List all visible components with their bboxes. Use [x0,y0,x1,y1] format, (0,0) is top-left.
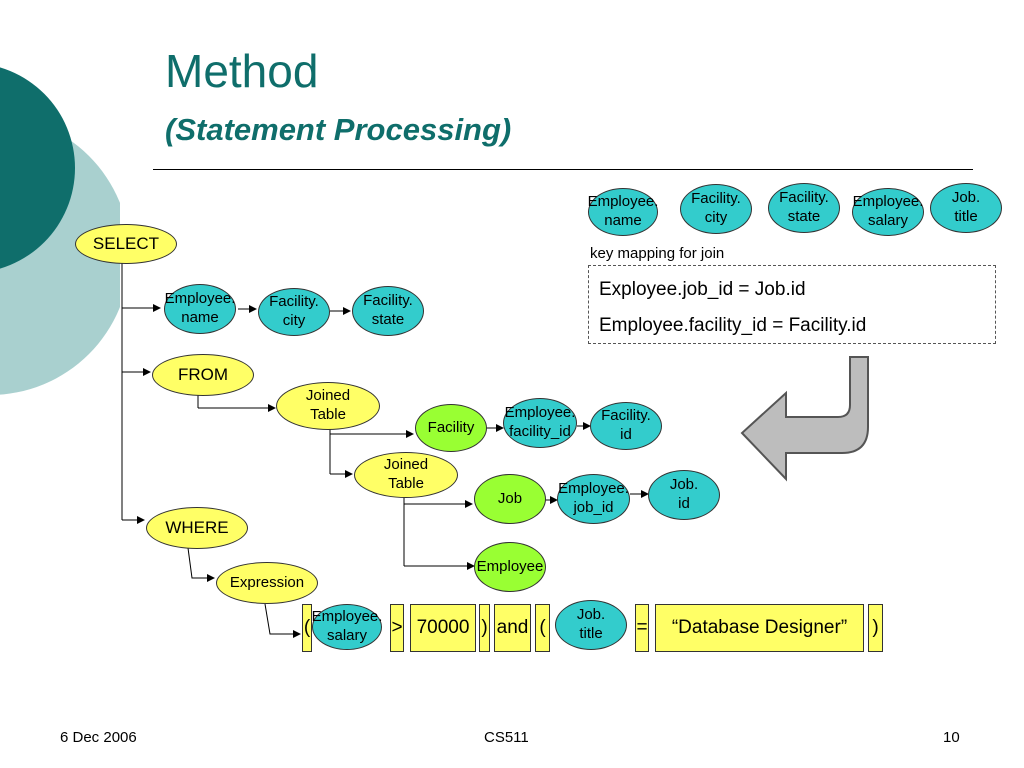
select-col-employee-name: Employee. name [164,284,236,334]
job-node: Job [474,474,546,524]
key-mapping-line: Employee.facility_id = Facility.id [599,315,867,336]
edge-where-expression [187,547,215,582]
title-rule [153,169,973,170]
expression-close-paren: ) [479,604,490,652]
expression-job-title: Job. title [555,600,627,650]
expression-node: Expression [216,562,318,604]
slide-subtitle: (Statement Processing) [165,112,512,147]
result-col-employee-name: Employee. name [588,188,658,236]
result-col-job-title: Job. title [930,183,1002,233]
slide-title: Method [165,45,319,97]
joined-table-node: Joined Table [354,452,458,498]
result-col-employee-salary: Employee. salary [852,188,924,236]
select-col-facility-city: Facility. city [258,288,330,336]
dark-circle [0,67,75,269]
expression-close-paren: ) [868,604,883,652]
curved-arrow-shape [740,356,869,482]
key-mapping-label: key mapping for join [590,245,725,262]
key-mapping-line: Exployee.job_id = Job.id [599,279,806,300]
job-key-node: Employee. job_id [557,474,630,524]
facility-id-node: Facility. id [590,402,662,450]
where-node: WHERE [146,507,248,549]
expression-open-paren: ( [535,604,550,652]
joined-table-node: Joined Table [276,382,380,430]
expression-and: and [494,604,531,652]
expression-eq: = [635,604,649,652]
edge-expression-tokens [264,603,301,638]
from-node: FROM [152,354,254,396]
footer-date: 6 Dec 2006 [60,729,137,746]
expression-gt: > [390,604,404,652]
select-node: SELECT [75,224,177,264]
footer-course: CS511 [484,729,529,746]
expression-string: “Database Designer” [655,604,864,652]
curved-arrow [740,356,869,482]
expression-employee-salary: Employee. salary [312,604,382,650]
result-col-facility-state: Facility. state [768,183,840,233]
decorative-circles [0,67,120,395]
expression-value: 70000 [410,604,476,652]
facility-key-node: Employee. facility_id [503,398,577,448]
facility-node: Facility [415,404,487,452]
select-col-facility-state: Facility. state [352,286,424,336]
job-id-node: Job. id [648,470,720,520]
employee-node: Employee [474,542,546,592]
footer-page-number: 10 [943,729,960,746]
result-col-facility-city: Facility. city [680,184,752,234]
expression-open-paren: ( [302,604,312,652]
key-mapping-box: Exployee.job_id = Job.id Employee.facili… [588,265,996,344]
